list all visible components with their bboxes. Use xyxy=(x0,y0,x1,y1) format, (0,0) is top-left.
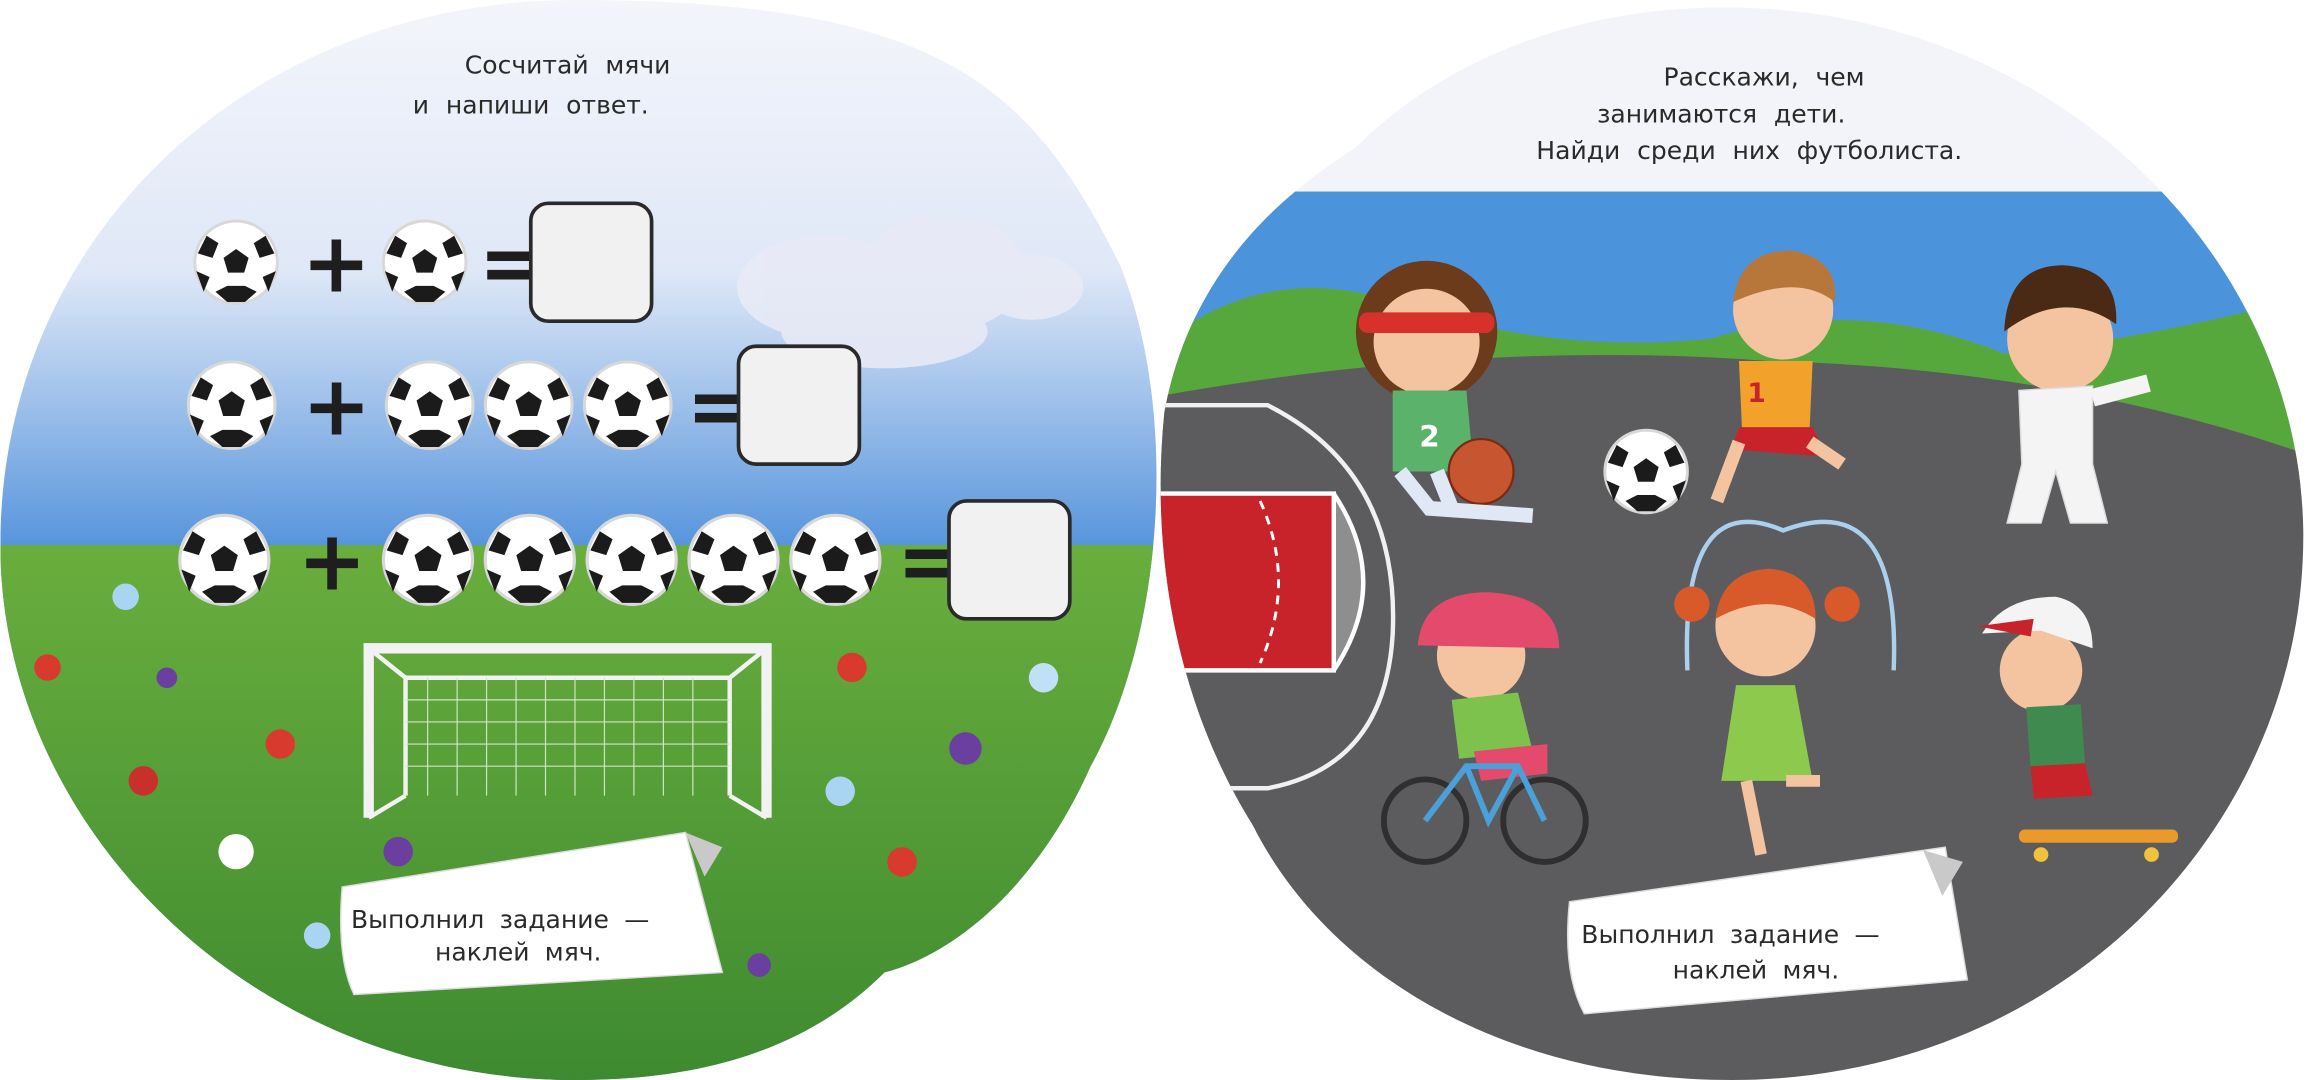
right-sticker-line2: наклей мяч. xyxy=(1673,955,1840,984)
soccer-ball-icon xyxy=(483,513,576,607)
soccer-ball-icon xyxy=(483,360,574,451)
soccer-ball-icon xyxy=(193,219,279,305)
soccer-ball-icon xyxy=(186,360,277,451)
kid-skateboarder xyxy=(1977,596,2179,862)
soccer-ball-icon xyxy=(178,513,271,607)
left-instruction-line2: и напиши ответ. xyxy=(413,90,649,119)
soccer-ball-icon xyxy=(1603,428,1689,515)
left-sticker-line2: наклей мяч. xyxy=(435,938,602,967)
soccer-ball-icon xyxy=(585,513,678,607)
left-sticker-line1: Выполнил задание — xyxy=(351,905,649,934)
bicycle-icon xyxy=(1380,763,1589,865)
kid-footballer: 1 xyxy=(1603,250,1846,515)
left-instruction-line1: Сосчитай мячи xyxy=(465,51,671,80)
equation-row: += xyxy=(186,344,862,466)
flowers xyxy=(34,583,1059,977)
cloud xyxy=(737,213,1084,369)
soccer-ball-icon xyxy=(687,513,780,607)
right-sticker-badge: Выполнил задание — наклей мяч. xyxy=(1566,846,1969,1015)
plus-sign: + xyxy=(297,513,366,609)
right-instruction-line1: Расскажи, чем xyxy=(1663,62,1864,91)
soccer-ball-icon xyxy=(582,360,673,451)
answer-box[interactable] xyxy=(947,499,1072,621)
plus-sign: + xyxy=(302,216,371,312)
kid-karate xyxy=(2004,265,2151,524)
jersey-number-2: 2 xyxy=(1419,419,1440,453)
soccer-ball-icon xyxy=(381,219,468,305)
kid-cyclist xyxy=(1380,592,1589,865)
kid-jump-rope xyxy=(1674,519,1897,856)
basketball-court-key xyxy=(1160,402,1396,791)
answer-box[interactable] xyxy=(528,201,654,324)
left-sticker-badge: Выполнил задание — наклей мяч. xyxy=(339,831,724,996)
skateboard-icon xyxy=(2018,829,2179,862)
equations: += += += xyxy=(178,201,1072,621)
jersey-number-1: 1 xyxy=(1747,378,1765,409)
soccer-ball-icon xyxy=(381,513,475,607)
right-instruction-line3: Найди среди них футболиста. xyxy=(1536,136,1962,165)
soccer-ball-icon xyxy=(384,360,475,451)
soccer-goal xyxy=(363,643,772,820)
answer-box[interactable] xyxy=(736,344,862,466)
basketball-icon xyxy=(1447,437,1515,506)
equation-row: += xyxy=(193,201,654,324)
equation-row: += xyxy=(178,499,1072,621)
right-sticker-line1: Выполнил задание — xyxy=(1581,920,1879,949)
right-instruction-line2: занимаются дети. xyxy=(1597,99,1845,128)
kid-basketball: 2 xyxy=(1355,260,1534,524)
plus-sign: + xyxy=(302,359,371,455)
soccer-ball-icon xyxy=(789,513,882,607)
